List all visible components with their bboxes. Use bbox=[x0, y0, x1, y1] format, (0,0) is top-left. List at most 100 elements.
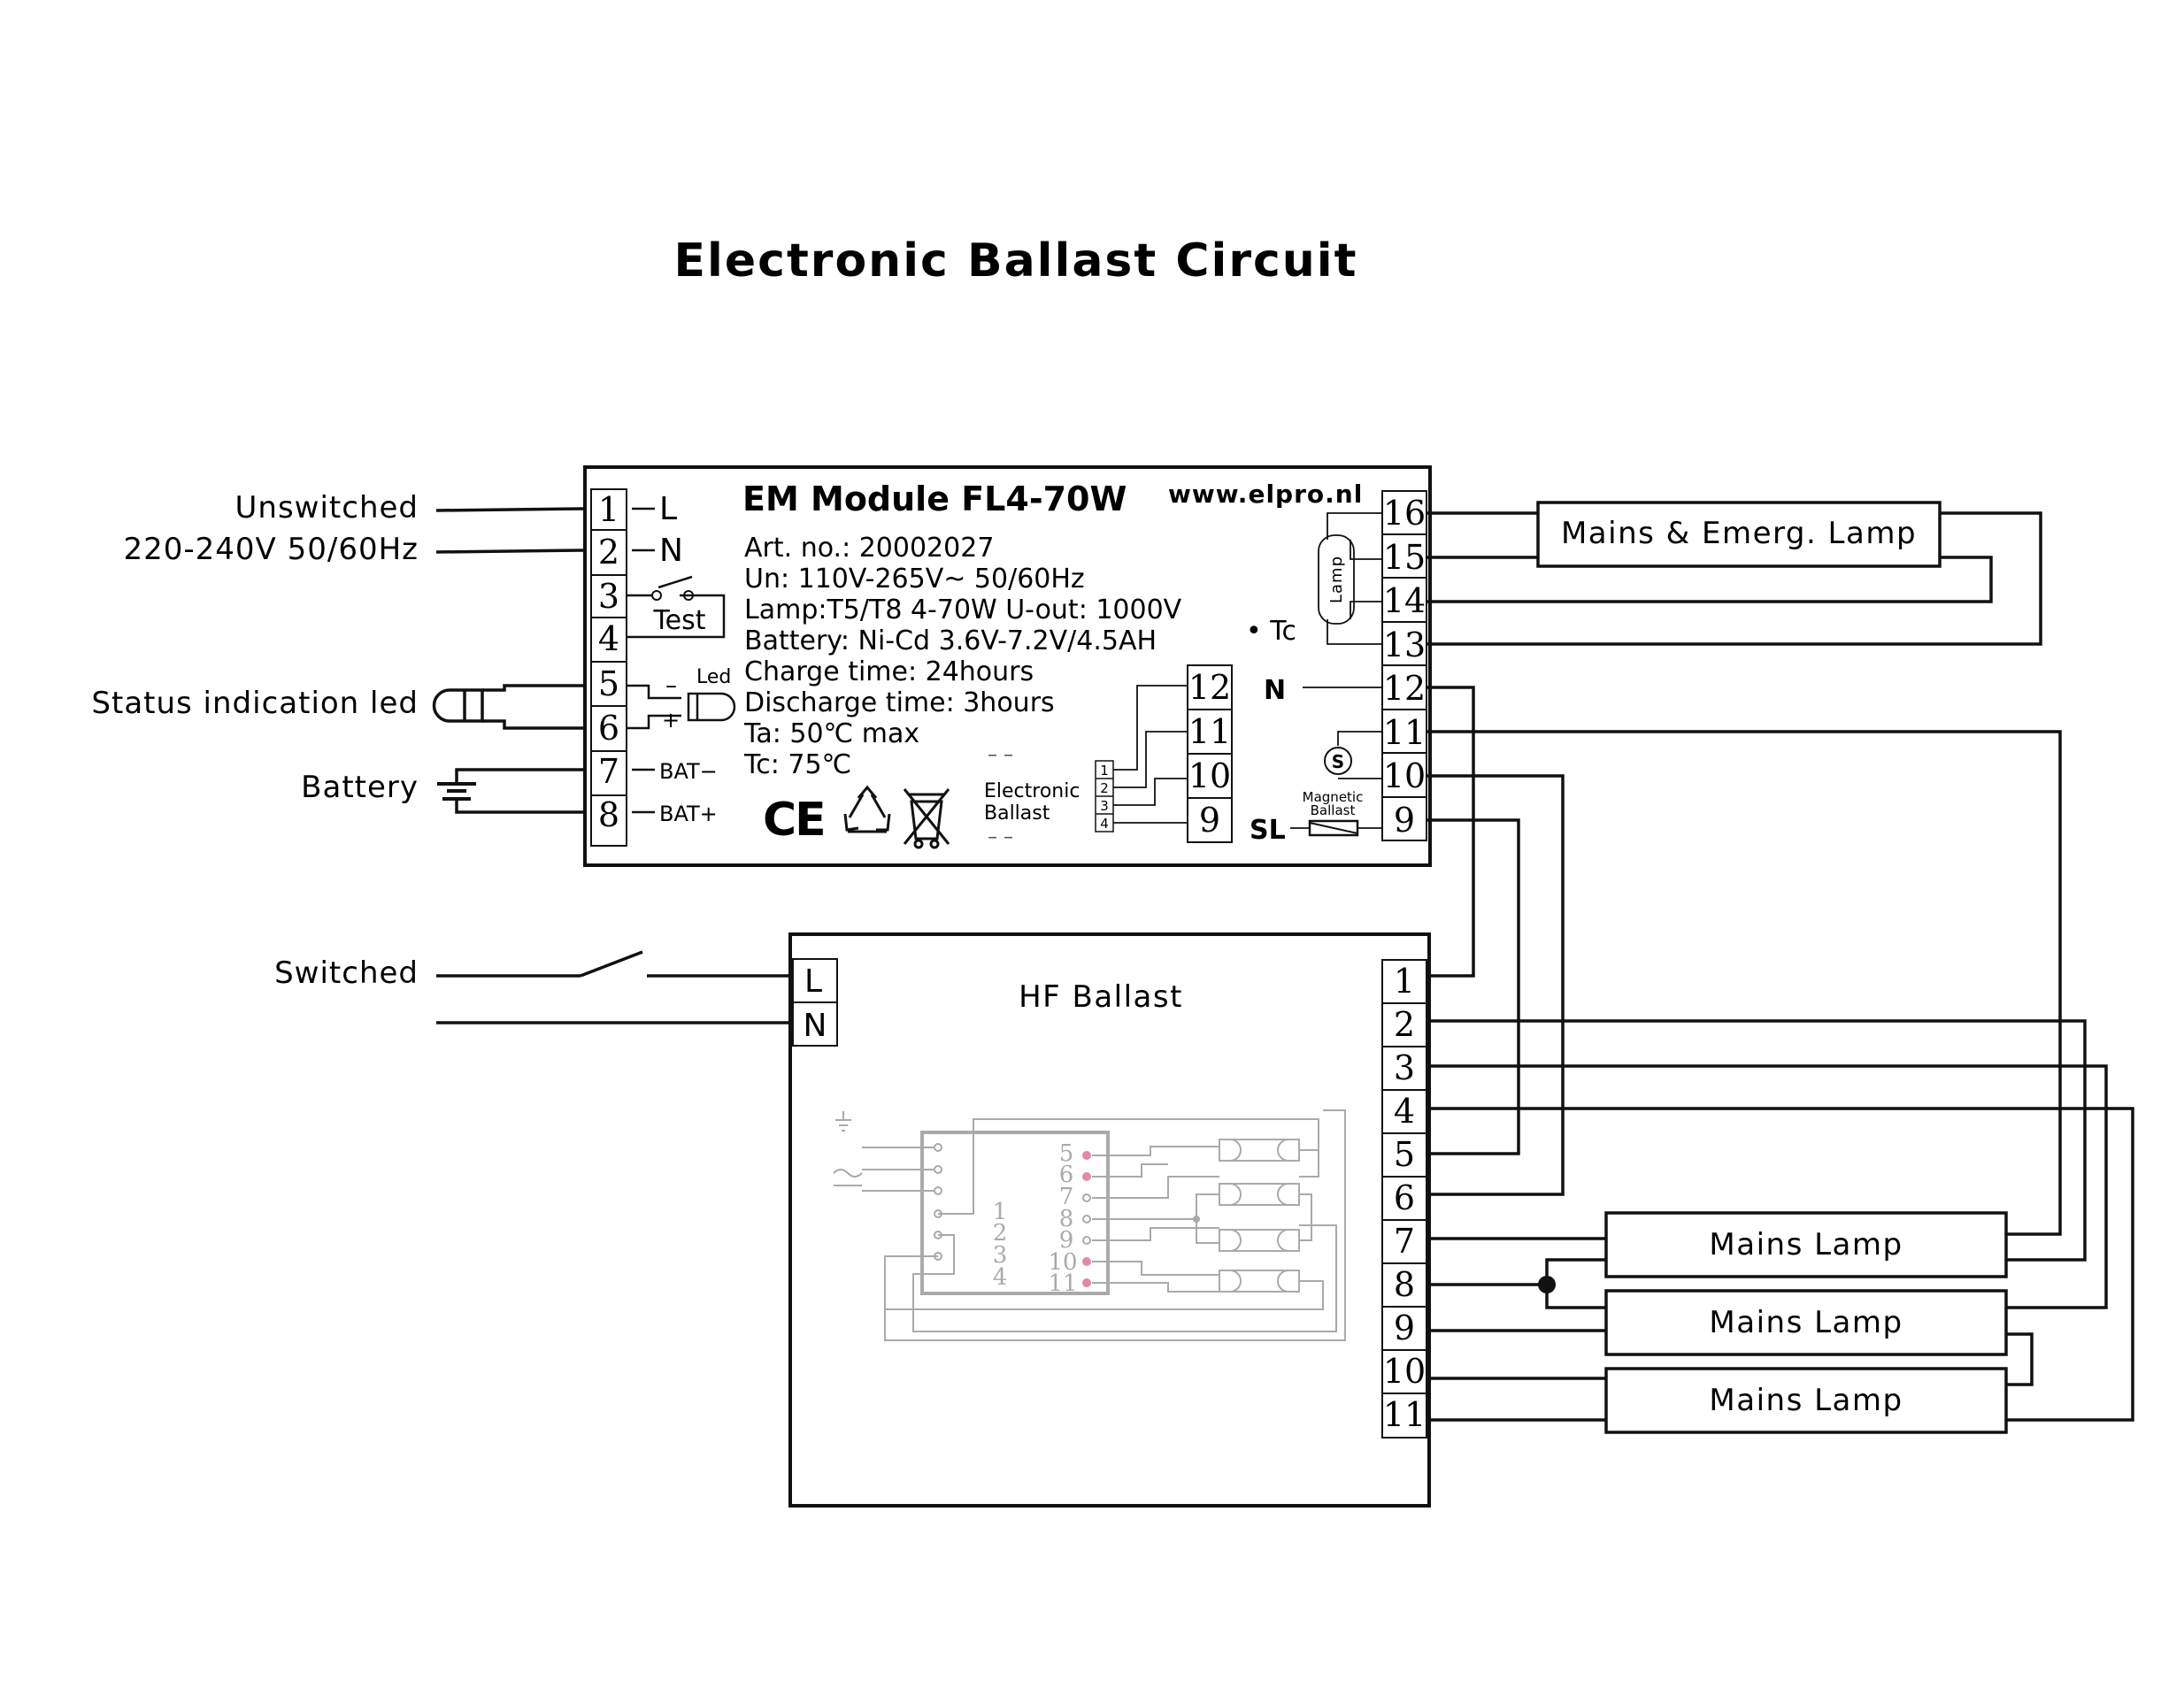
terminal-label: 3 bbox=[1394, 1048, 1415, 1087]
mains-emerg-lamp-label: Mains & Emerg. Lamp bbox=[1561, 516, 1917, 551]
terminal-label: 1 bbox=[1394, 962, 1415, 1001]
mains-lamp-box bbox=[1604, 1289, 2008, 1356]
status-led-icon bbox=[687, 692, 736, 722]
battery-icon bbox=[437, 782, 476, 801]
inner-number: 1 bbox=[993, 1199, 1008, 1225]
page-title: Electronic Ballast Circuit bbox=[674, 234, 1358, 288]
spec-line: Ta: 50℃ max bbox=[743, 718, 919, 749]
led-minus: – bbox=[665, 672, 677, 699]
hf-output-terminals: 1 2 3 4 5 6 7 8 9 10 11 bbox=[1381, 959, 1427, 1439]
terminal-label: N bbox=[804, 1008, 827, 1044]
s-symbol-label: S bbox=[1332, 751, 1344, 772]
electronic-ballast-block: – – Electronic Ballast – – 1 2 3 4 bbox=[984, 664, 1233, 848]
terminal-label: 5 bbox=[1394, 1135, 1415, 1174]
terminal-n-label: N bbox=[659, 533, 683, 569]
em-left-annotations: L N Test Led – + BAT− BAT+ bbox=[627, 491, 736, 826]
terminal-label: 12 bbox=[1383, 669, 1426, 708]
hf-input-terminals: L N bbox=[792, 958, 838, 1047]
em-internal-lamp: Lamp • Tc N S Magnetic Ballast SL bbox=[1246, 512, 1382, 846]
hf-internal-schematic: 1 2 3 4 5 6 7 8 9 10 11 bbox=[833, 1109, 1346, 1341]
inner-number: 8 bbox=[1059, 1206, 1074, 1232]
terminal-label: 12 bbox=[1188, 668, 1231, 707]
terminal-label: 1 bbox=[598, 490, 619, 529]
bat-minus-label: BAT− bbox=[659, 759, 718, 784]
hf-ballast-box bbox=[788, 932, 1431, 1508]
mains-lamp-label: Mains Lamp bbox=[1709, 1383, 1903, 1418]
terminal-label: 3 bbox=[598, 577, 619, 616]
terminal-label: 5 bbox=[598, 664, 619, 703]
inner-number: 5 bbox=[1059, 1140, 1074, 1167]
inner-number: 2 bbox=[993, 1220, 1008, 1247]
test-label: Test bbox=[652, 605, 705, 636]
inner-number: 7 bbox=[1059, 1184, 1074, 1210]
spec-line: Un: 110V-265V~ 50/60Hz bbox=[744, 564, 1085, 595]
em-right-terminals: 16 15 14 13 12 11 10 9 bbox=[1381, 490, 1427, 841]
terminal-label: 4 bbox=[1394, 1092, 1415, 1131]
s-symbol-icon bbox=[1324, 747, 1352, 775]
em-left-terminals: 1 2 3 4 5 6 7 8 bbox=[590, 488, 627, 847]
mains-lamp-box bbox=[1604, 1211, 2008, 1278]
magnetic-ballast-label: Ballast bbox=[1311, 802, 1356, 818]
spec-line: Tc: 75℃ bbox=[743, 749, 851, 780]
interconnect-wiring bbox=[1427, 511, 2134, 1422]
magnetic-ballast-label: Magnetic bbox=[1303, 789, 1364, 805]
em-module-name: EM Module FL4-70W bbox=[742, 480, 1127, 518]
mini-terminal: 4 bbox=[1100, 816, 1109, 832]
terminal-label: 2 bbox=[598, 533, 619, 572]
terminal-label: 14 bbox=[1383, 581, 1426, 620]
terminal-label: 10 bbox=[1188, 756, 1231, 795]
inner-number: 10 bbox=[1048, 1249, 1077, 1276]
terminal-label: 8 bbox=[598, 795, 619, 834]
electronic-ballast-label: Electronic bbox=[984, 780, 1080, 802]
terminal-label: 16 bbox=[1383, 494, 1426, 533]
recycle-icon bbox=[843, 785, 891, 833]
electronic-ballast-label: Ballast bbox=[984, 802, 1050, 825]
terminal-label: 9 bbox=[1394, 801, 1415, 840]
terminal-label: 11 bbox=[1383, 1395, 1426, 1434]
certification-marks: CE bbox=[763, 785, 950, 849]
terminal-label: 9 bbox=[1394, 1308, 1415, 1347]
bat-plus-label: BAT+ bbox=[659, 802, 718, 826]
spec-line: Art. no.: 20002027 bbox=[744, 533, 994, 564]
input-wires bbox=[435, 507, 793, 1024]
spec-line: Charge time: 24hours bbox=[744, 656, 1034, 687]
battery-label: Battery bbox=[301, 770, 419, 805]
spec-line: Discharge time: 3hours bbox=[744, 687, 1055, 718]
mini-terminal: 1 bbox=[1100, 763, 1109, 779]
terminal-l-label: L bbox=[659, 491, 677, 527]
em-module-website: www.elpro.nl bbox=[1168, 480, 1363, 509]
terminal-label: L bbox=[804, 963, 822, 1000]
dash-top: – – bbox=[988, 744, 1013, 766]
terminal-label: 7 bbox=[1394, 1222, 1415, 1261]
switched-label: Switched bbox=[274, 955, 419, 991]
led-label: Led bbox=[696, 666, 731, 688]
weee-bin-icon bbox=[903, 788, 950, 849]
hf-ballast-label: HF Ballast bbox=[1019, 979, 1183, 1015]
unswitched-label: Unswitched bbox=[235, 490, 419, 526]
em-module-box bbox=[583, 465, 1432, 867]
terminal-label: 9 bbox=[1199, 801, 1220, 840]
status-led-label: Status indication led bbox=[91, 686, 419, 721]
inner-number: 6 bbox=[1059, 1162, 1074, 1188]
mains-lamp-label: Mains Lamp bbox=[1709, 1227, 1903, 1262]
inner-number: 9 bbox=[1059, 1227, 1074, 1254]
n-label: N bbox=[1264, 675, 1286, 706]
terminal-label: 10 bbox=[1383, 756, 1426, 795]
terminal-label: 2 bbox=[1394, 1005, 1415, 1044]
spec-line: Lamp:T5/T8 4-70W U-out: 1000V bbox=[744, 595, 1182, 625]
spec-line: Battery: Ni-Cd 3.6V-7.2V/4.5AH bbox=[744, 625, 1157, 656]
terminal-label: 8 bbox=[1394, 1265, 1415, 1304]
mains-lamp-label: Mains Lamp bbox=[1709, 1305, 1903, 1340]
em-module-specs: Art. no.: 20002027 Un: 110V-265V~ 50/60H… bbox=[743, 533, 1182, 780]
sl-label: SL bbox=[1250, 815, 1286, 846]
inner-number: 3 bbox=[993, 1242, 1008, 1269]
terminal-label: 6 bbox=[598, 709, 619, 748]
ce-mark: CE bbox=[763, 794, 825, 847]
led-plus: + bbox=[662, 708, 680, 733]
terminal-label: 11 bbox=[1188, 712, 1231, 751]
terminal-label: 4 bbox=[598, 619, 619, 658]
terminal-label: 7 bbox=[598, 752, 619, 791]
led-icon bbox=[432, 688, 484, 723]
mains-lamp-box bbox=[1604, 1367, 2008, 1434]
